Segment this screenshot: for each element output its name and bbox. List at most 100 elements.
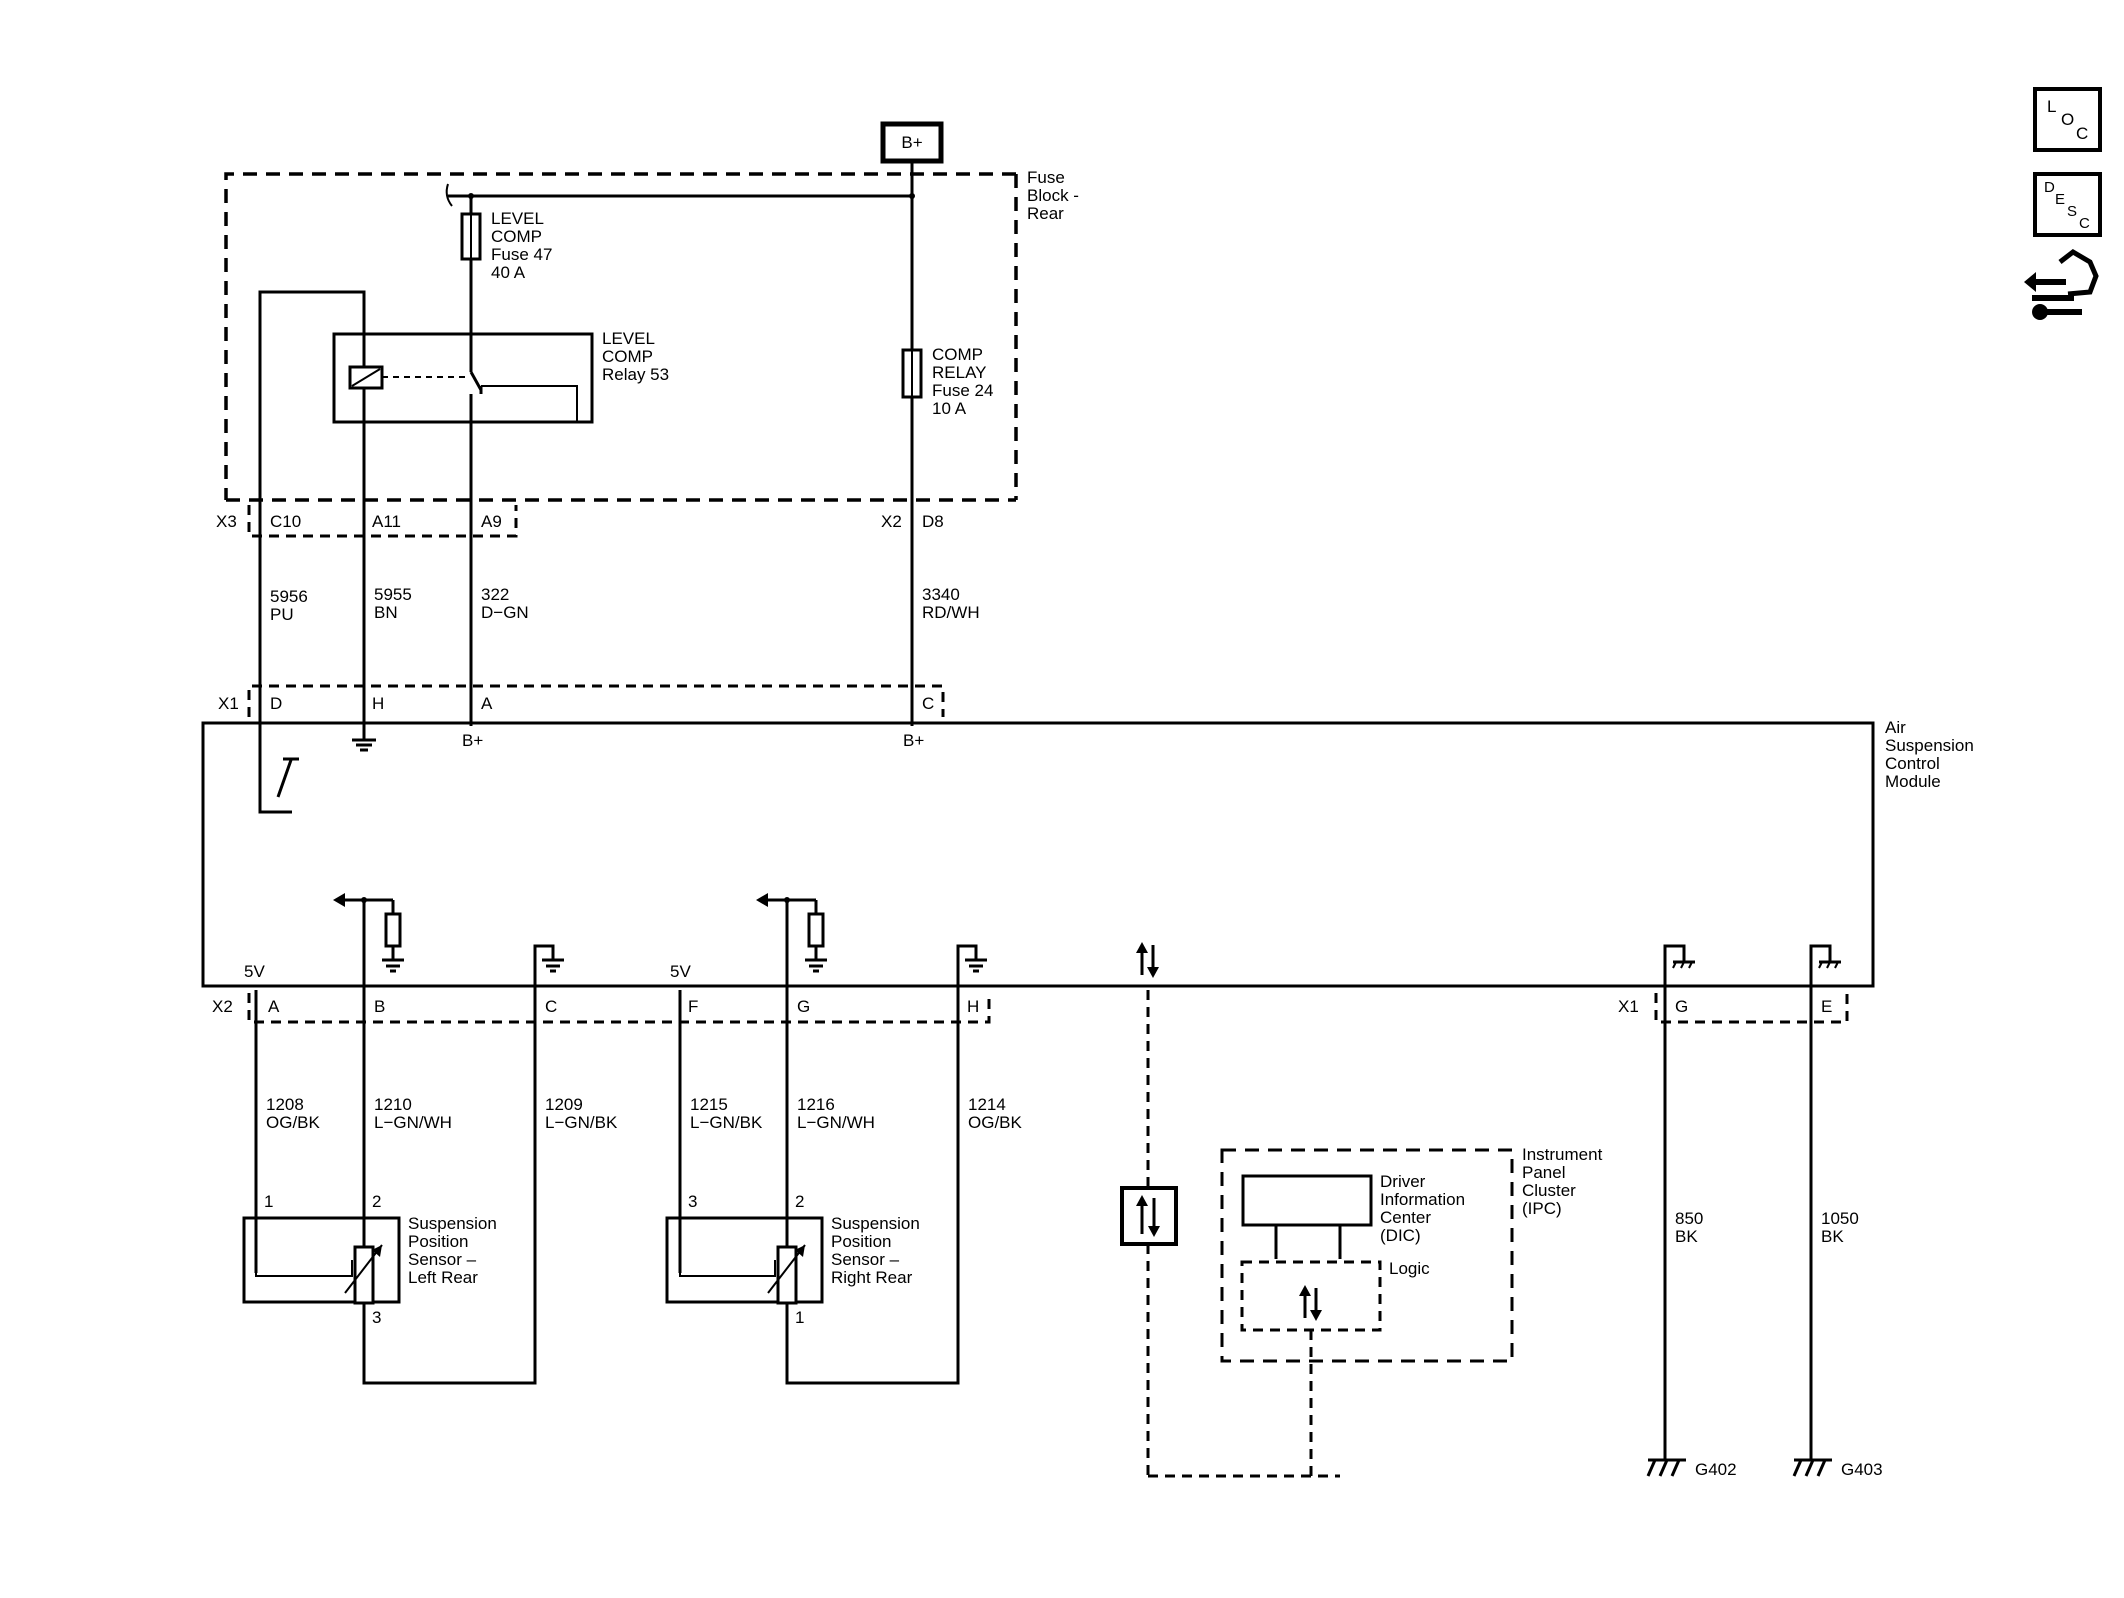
- pin-g-ground: G: [1675, 997, 1688, 1016]
- fuse-block-rear: Fuse Block - Rear: [224, 168, 1079, 502]
- fuse24-line3: Fuse 24: [932, 381, 993, 400]
- logic-label: Logic: [1389, 1259, 1430, 1278]
- logic-box: [1240, 1260, 1382, 1332]
- sensor-right-pin-3: 3: [688, 1192, 697, 1211]
- wire-1209: [362, 990, 537, 1385]
- instrument-panel-cluster: Instrument Panel Cluster (IPC) Driver In…: [1220, 1145, 1603, 1363]
- svg-text:E: E: [2055, 191, 2065, 208]
- wire-322-color: D−GN: [481, 603, 529, 622]
- pin-c-bottom: C: [545, 997, 557, 1016]
- svg-text:C: C: [2076, 124, 2088, 143]
- pin-a-bottom: A: [268, 997, 280, 1016]
- dic-box: [1241, 1174, 1373, 1227]
- sensor-left-rear: 1 2 3 Suspension Position Sensor – Left …: [242, 1192, 497, 1327]
- sensor-right-rear: 3 2 1 Suspension Position Sensor – Right…: [665, 1192, 920, 1327]
- pin-a11: A11: [372, 512, 401, 531]
- desc-icon[interactable]: D E S C: [2033, 172, 2102, 237]
- sensor-left-label-4: Left Rear: [408, 1268, 478, 1287]
- sensor-right-label-4: Right Rear: [831, 1268, 913, 1287]
- wire-5955-color: BN: [374, 603, 398, 622]
- fuse47-line4: 40 A: [491, 263, 526, 282]
- ground-g402: G402: [1646, 1458, 1737, 1479]
- ground-g403: G403: [1792, 1458, 1883, 1479]
- wire-5956-circuit: 5956: [270, 587, 308, 606]
- module-name-2: Suspension: [1885, 736, 1974, 755]
- pin-e-ground: E: [1821, 997, 1832, 1016]
- pin-c-top: C: [922, 694, 934, 713]
- v5-a: 5V: [244, 962, 265, 981]
- conn-x2-bottom-label: X2: [212, 997, 233, 1016]
- pin-f-bottom: F: [688, 997, 698, 1016]
- dic-label-2: Information: [1380, 1190, 1465, 1209]
- pin-c10: C10: [270, 512, 301, 531]
- internal-sensor-circuit-right: [756, 893, 987, 990]
- ipc-label-1: Instrument: [1522, 1145, 1603, 1164]
- module-name-1: Air: [1885, 718, 1906, 737]
- v5-f: 5V: [670, 962, 691, 981]
- ipc-label-2: Panel: [1522, 1163, 1565, 1182]
- internal-switch: [258, 726, 299, 814]
- fuse-block-label-1: Fuse: [1027, 168, 1065, 187]
- conn-x3-label: X3: [216, 512, 237, 531]
- wire-5956-loop: [258, 290, 366, 726]
- wire-1208-circuit: 1208: [266, 1095, 304, 1114]
- fuse-47: LEVEL COMP Fuse 47 40 A: [460, 196, 552, 372]
- wire-1208-color: OG/BK: [266, 1113, 321, 1132]
- fuse24-line4: 10 A: [932, 399, 967, 418]
- wire-322-circuit: 322: [481, 585, 509, 604]
- conn-x2-label: X2: [881, 512, 902, 531]
- relay53-line3: Relay 53: [602, 365, 669, 384]
- conn-x1-ground-label: X1: [1618, 997, 1639, 1016]
- bplus-c: B+: [903, 731, 924, 750]
- dic-label-1: Driver: [1380, 1172, 1426, 1191]
- wire-1215-circuit: 1215: [690, 1095, 728, 1114]
- sensor-right-label-1: Suspension: [831, 1214, 920, 1233]
- battery-label: B+: [901, 133, 922, 152]
- wire-850-color: BK: [1675, 1227, 1698, 1246]
- pin-d-top: D: [270, 694, 282, 713]
- pin-b-bottom: B: [374, 997, 385, 1016]
- fuse47-line3: Fuse 47: [491, 245, 552, 264]
- ipc-label-3: Cluster: [1522, 1181, 1576, 1200]
- connector-wrench-icon[interactable]: [2024, 248, 2099, 320]
- sensor-right-pin-2: 2: [795, 1192, 804, 1211]
- wire-1050-color: BK: [1821, 1227, 1844, 1246]
- air-suspension-control-module: [201, 721, 1875, 988]
- fuse47-line2: COMP: [491, 227, 542, 246]
- relay-53: LEVEL COMP Relay 53: [332, 329, 669, 424]
- sensor-left-pin-1: 1: [264, 1192, 273, 1211]
- serial-data-line: [1120, 990, 1340, 1478]
- fuse47-line1: LEVEL: [491, 209, 544, 228]
- ipc-label-4: (IPC): [1522, 1199, 1562, 1218]
- wire-5956-color: PU: [270, 605, 294, 624]
- svg-text:O: O: [2061, 110, 2074, 129]
- svg-text:S: S: [2067, 203, 2077, 220]
- wire-1210-color: L−GN/WH: [374, 1113, 452, 1132]
- g403-label: G403: [1841, 1460, 1883, 1479]
- wire-3340-color: RD/WH: [922, 603, 980, 622]
- fuse-block-label-2: Block -: [1027, 186, 1079, 205]
- chassis-ground-e: [1809, 944, 1841, 990]
- wire-1216-circuit: 1216: [797, 1095, 835, 1114]
- wire-1214: [785, 990, 960, 1385]
- internal-ground-h: [352, 726, 376, 752]
- internal-sensor-circuit-left: [333, 893, 564, 990]
- pin-g-bottom: G: [797, 997, 810, 1016]
- wire-1209-circuit: 1209: [545, 1095, 583, 1114]
- wire-850-circuit: 850: [1675, 1209, 1703, 1228]
- connector-x1-top: [247, 684, 945, 717]
- fuse-24: COMP RELAY Fuse 24 10 A: [901, 196, 993, 726]
- svg-text:D: D: [2044, 179, 2055, 196]
- module-name-4: Module: [1885, 772, 1941, 791]
- wire-1210-circuit: 1210: [374, 1095, 412, 1114]
- serial-data-icon-module: [1136, 942, 1159, 978]
- module-name-3: Control: [1885, 754, 1940, 773]
- sensor-right-pin-1: 1: [795, 1308, 804, 1327]
- sensor-right-label-2: Position: [831, 1232, 891, 1251]
- connector-x2-bottom: [247, 993, 991, 1024]
- battery-bplus: B+: [880, 121, 944, 196]
- loc-icon[interactable]: L O C: [2033, 87, 2102, 152]
- connector-x1-ground: [1654, 993, 1849, 1024]
